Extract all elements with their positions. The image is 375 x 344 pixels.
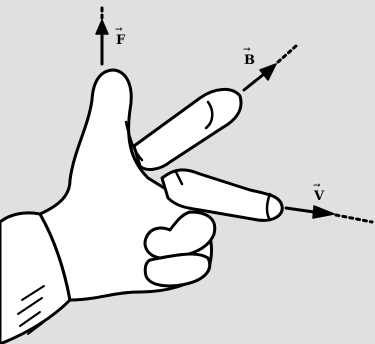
- field-vector-line: [244, 74, 264, 90]
- velocity-vector-mark: →: [313, 182, 321, 191]
- velocity-vector-arrowhead: [313, 206, 334, 218]
- force-vector-arrowhead: [96, 20, 108, 34]
- field-vector-dash: [278, 46, 296, 62]
- field-vector-arrowhead: [260, 64, 276, 80]
- velocity-vector-line: [286, 208, 314, 212]
- curled-finger-lower: [145, 254, 210, 286]
- field-label: → B: [244, 54, 255, 67]
- force-label: → F: [116, 34, 125, 47]
- velocity-label: → V: [314, 190, 324, 203]
- field-vector-mark: →: [243, 46, 251, 55]
- index-finger: [134, 89, 241, 169]
- force-vector-mark: →: [115, 26, 123, 35]
- velocity-vector-dash: [336, 215, 372, 222]
